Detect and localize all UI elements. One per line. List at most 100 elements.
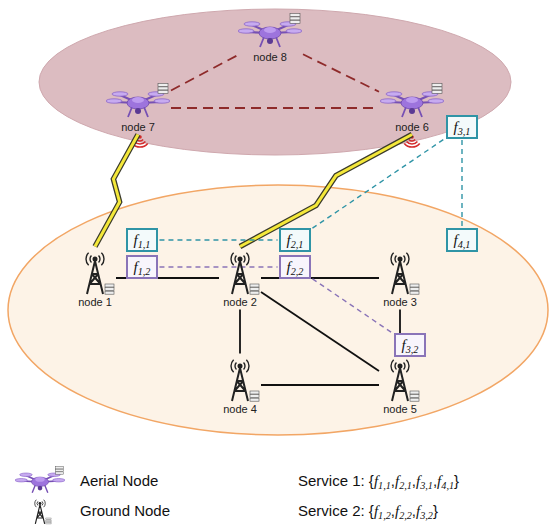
antenna-head: [398, 363, 403, 368]
aerial-link: [171, 56, 237, 91]
server-icon: [432, 86, 442, 89]
function-index: 3,2: [420, 510, 433, 521]
server-icon: [250, 391, 259, 394]
function-index: 1,2: [138, 266, 151, 277]
drone-camera: [267, 38, 273, 44]
radio-wave: [406, 359, 409, 372]
aerial-node: node 6: [380, 83, 444, 134]
connector-line: [159, 239, 277, 240]
radio-wave: [406, 252, 409, 265]
function-letter: f: [454, 119, 458, 135]
server-icon: [250, 291, 259, 294]
ground-link: [261, 292, 379, 371]
radio-wave: [231, 252, 234, 265]
function-letter: f: [374, 503, 378, 519]
aerial-node-icon: [380, 83, 444, 121]
function-symbol: f2,2: [395, 503, 412, 519]
legend-label: Ground Node: [80, 501, 170, 521]
server-icon: [250, 394, 259, 397]
node-label: node 5: [383, 403, 417, 416]
function-index: 2,2: [399, 510, 412, 521]
radio-wave: [231, 359, 234, 372]
server-icon: [410, 398, 419, 401]
server-icon: [158, 83, 168, 86]
server-icon: [56, 472, 64, 474]
ground-node: node 5: [380, 355, 420, 416]
aerial-node: node 7: [106, 83, 170, 134]
connector-line: [171, 107, 379, 109]
node-label: node 2: [223, 296, 257, 309]
tower-mast: [87, 261, 103, 294]
function-symbol: f4,1: [454, 232, 471, 248]
server-icon: [46, 522, 51, 524]
radio-wave: [246, 252, 249, 265]
function-symbol: f3,1: [416, 473, 433, 489]
drone-top: [406, 97, 418, 103]
function-index: 1,2: [378, 510, 391, 521]
function-label: f1,1: [134, 232, 151, 248]
function-symbol: f1,1: [134, 232, 151, 248]
node-label: node 6: [395, 121, 429, 134]
function-index: 4,1: [458, 239, 471, 250]
legend-sample: [12, 466, 68, 496]
drone-top: [264, 27, 276, 33]
function-symbol: f1,1: [374, 473, 391, 489]
drone-rotor: [428, 98, 444, 102]
drone-body: [401, 97, 423, 109]
radio-wave: [395, 362, 396, 369]
radio-wave: [391, 359, 394, 372]
antenna-head: [238, 256, 243, 261]
connector-line: [312, 279, 392, 333]
function-symbol: f1,2: [374, 503, 391, 519]
function-box: f2,1: [279, 228, 312, 252]
function-label: f3,2: [402, 337, 419, 353]
drone-body: [31, 477, 48, 486]
aerial-link: [303, 54, 379, 91]
function-letter: f: [416, 503, 420, 519]
text-run: ,: [412, 502, 416, 519]
drone-rotor: [112, 91, 128, 95]
legend-label: Aerial Node: [80, 471, 158, 491]
drone-rotor: [106, 98, 122, 102]
function-letter: f: [134, 259, 138, 275]
server-icon: [158, 86, 168, 89]
drone-legs: [260, 37, 280, 47]
connector-line: [159, 266, 277, 267]
function-symbol: f1,2: [134, 259, 151, 275]
node-label: node 3: [383, 296, 417, 309]
radio-wave: [246, 359, 249, 372]
legend-item: Ground Node: [12, 496, 170, 526]
ground-node-icon: [28, 497, 52, 525]
server-icon: [432, 90, 442, 93]
server-icon: [56, 469, 64, 471]
antenna-head: [39, 502, 42, 505]
function-symbol: f3,2: [402, 337, 419, 353]
lightning-outline: [240, 135, 412, 247]
radio-wave: [37, 501, 39, 505]
drone-camera: [409, 108, 415, 114]
text-run: node 8: [253, 51, 287, 63]
drone-rotor: [154, 98, 170, 102]
drone-camera: [38, 486, 43, 491]
server-icon: [290, 16, 300, 19]
server-icon: [410, 291, 419, 294]
connector-line: [303, 54, 379, 91]
function-symbol: f4,1: [437, 473, 454, 489]
aerial-layer-region: [39, 9, 511, 155]
function-label: f1,2: [134, 259, 151, 275]
signal-arc: [409, 140, 415, 141]
node-label: node 1: [78, 296, 112, 309]
service-chain-link: [312, 139, 444, 228]
server-icon: [410, 284, 419, 287]
text-run: node 3: [383, 296, 417, 308]
function-symbol: f3,1: [454, 119, 471, 135]
radio-wave: [101, 252, 104, 265]
radio-wave: [244, 255, 245, 262]
radio-wave: [395, 255, 396, 262]
antenna-head: [238, 363, 243, 368]
server-icon: [290, 20, 300, 23]
aerial-node-icon: [15, 466, 65, 496]
